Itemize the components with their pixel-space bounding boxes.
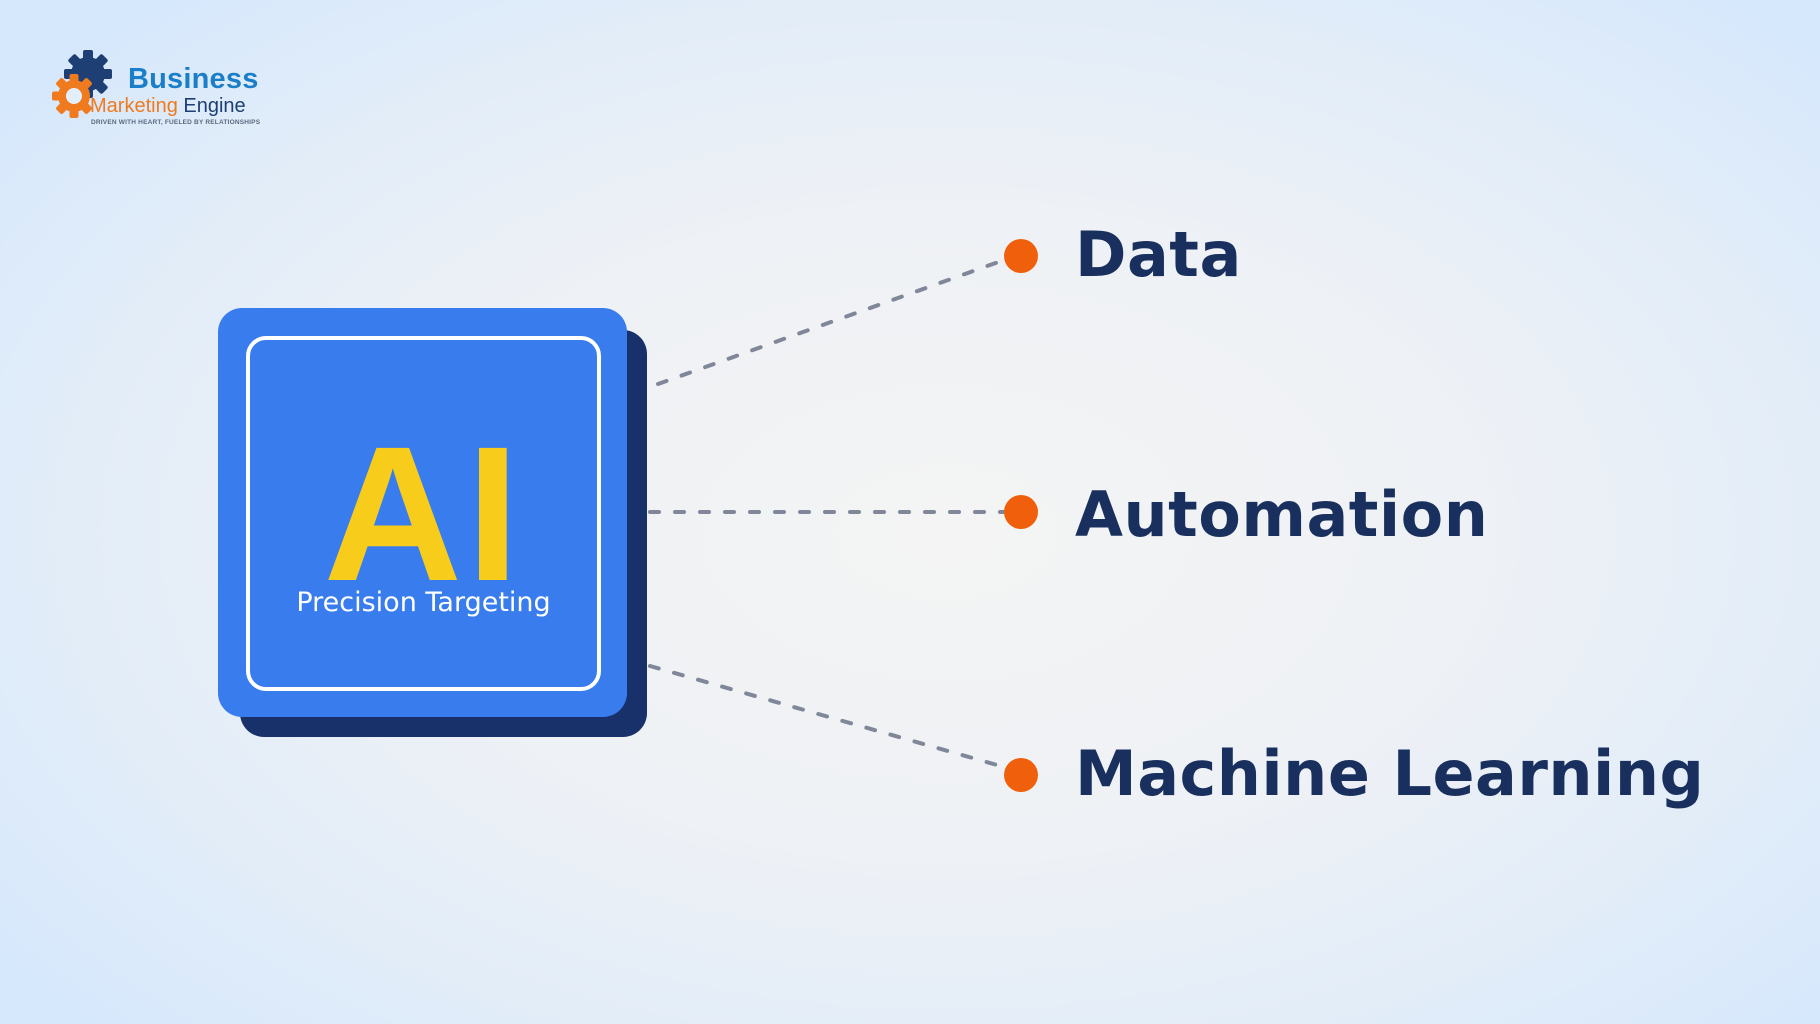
connector-machine-learning	[648, 664, 1006, 769]
logo-tagline: DRIVEN WITH HEART, FUELED BY RELATIONSHI…	[91, 119, 261, 126]
branch-label-data: Data	[1075, 218, 1242, 291]
gear-icon	[52, 50, 112, 118]
logo-engine-word: Engine	[177, 95, 246, 117]
ai-card-inner-border: AI Precision Targeting	[246, 336, 601, 691]
connector-data	[656, 258, 1006, 386]
logo-marketing-engine-text: Marketing Engine	[90, 96, 246, 116]
branch-label-automation: Automation	[1075, 478, 1489, 551]
bullet-dot-machine-learning	[1004, 758, 1038, 792]
bullet-dot-automation	[1004, 495, 1038, 529]
branch-label-machine-learning: Machine Learning	[1075, 737, 1705, 810]
bullet-dot-data	[1004, 239, 1038, 273]
logo-business-text: Business	[128, 63, 259, 95]
brand-logo: Business Marketing Engine DRIVEN WITH HE…	[52, 48, 282, 132]
logo-marketing-word: Marketing	[90, 95, 178, 117]
ai-subtitle: Precision Targeting	[296, 587, 551, 618]
ai-title: AI	[323, 406, 524, 621]
ai-card: AI Precision Targeting	[218, 308, 627, 717]
